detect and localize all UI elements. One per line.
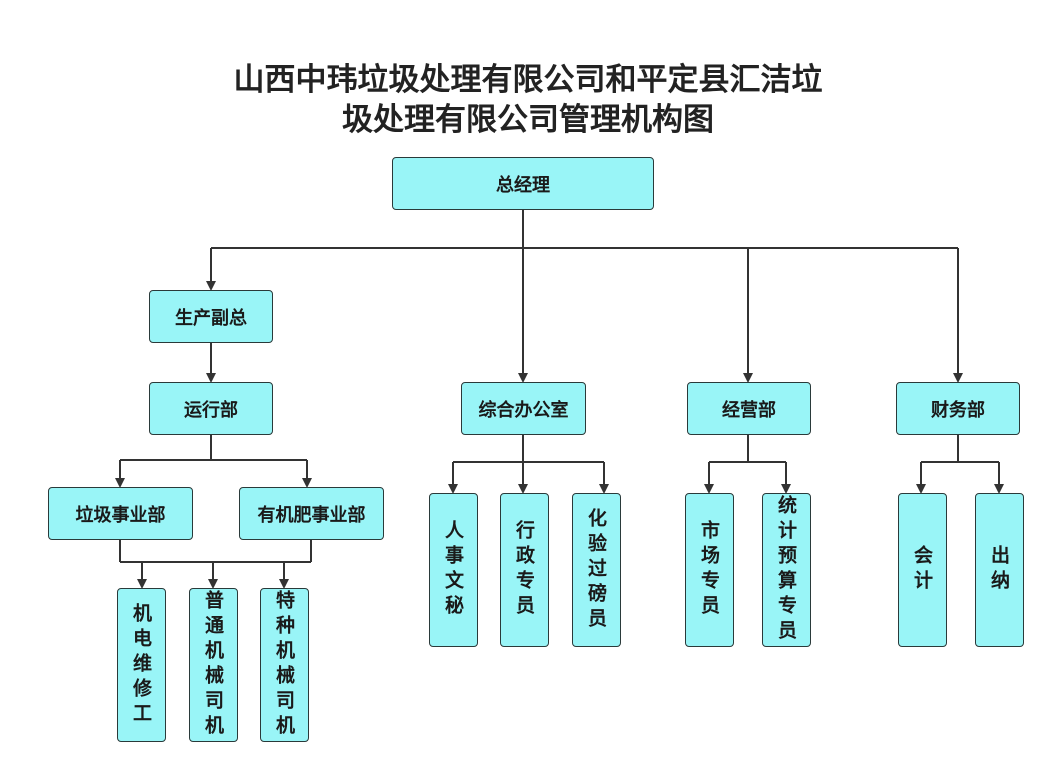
node-fertilizer-business-unit: 有机肥事业部 (239, 487, 384, 540)
node-business-dept: 经营部 (687, 382, 811, 435)
node-stats-budget-staff: 统计预算专员 (762, 493, 811, 647)
node-electrician: 机电维修工 (117, 588, 166, 742)
node-general-manager: 总经理 (392, 157, 654, 210)
diagram-title-line-2: 圾处理有限公司管理机构图 (342, 102, 714, 138)
node-operations-dept: 运行部 (149, 382, 273, 435)
node-special-machine-driver: 特种机械司机 (260, 588, 309, 742)
node-admin-staff: 行政专员 (500, 493, 549, 647)
node-accountant: 会计 (898, 493, 947, 647)
node-lab-weigh-staff: 化验过磅员 (572, 493, 621, 647)
node-garbage-business-unit: 垃圾事业部 (48, 487, 193, 540)
node-general-office: 综合办公室 (461, 382, 586, 435)
diagram-title-line-1: 山西中玮垃圾处理有限公司和平定县汇洁垃 (233, 62, 823, 98)
node-vp-production: 生产副总 (149, 290, 273, 343)
node-finance-dept: 财务部 (896, 382, 1020, 435)
node-market-staff: 市场专员 (685, 493, 734, 647)
node-hr-secretary: 人事文秘 (429, 493, 478, 647)
node-cashier: 出纳 (975, 493, 1024, 647)
node-machine-driver: 普通机械司机 (189, 588, 238, 742)
